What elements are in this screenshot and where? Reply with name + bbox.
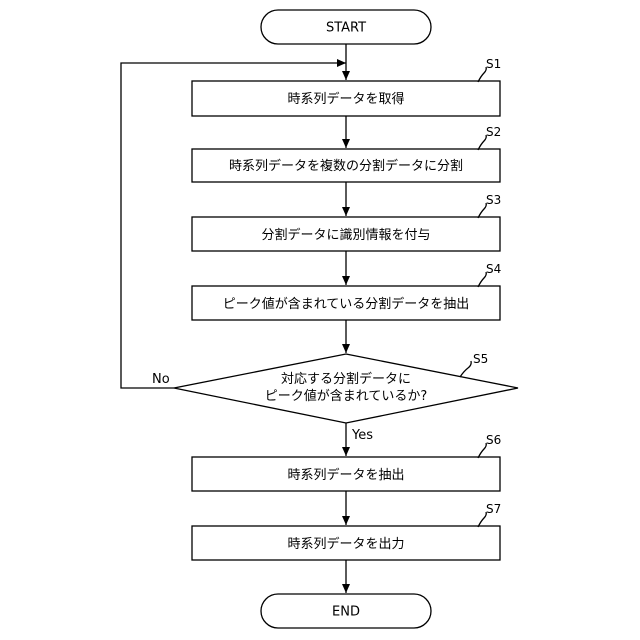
end-label: END xyxy=(332,605,360,620)
step-s4-leader xyxy=(478,272,486,287)
step-s1-leader xyxy=(478,67,486,82)
step-s7-id: S7 xyxy=(486,502,501,516)
step-s1-id: S1 xyxy=(486,57,501,71)
decision-s5-leader xyxy=(460,361,471,377)
decision-no-label: No xyxy=(152,372,170,387)
end-terminal: END xyxy=(261,594,431,628)
step-s4-text: ピーク値が含まれている分割データを抽出 xyxy=(223,296,470,312)
step-s3-leader xyxy=(478,203,486,218)
decision-s5: 対応する分割データに ピーク値が含まれているか? S5 No Yes xyxy=(152,352,518,443)
step-s2-id: S2 xyxy=(486,125,501,139)
start-terminal: START xyxy=(261,10,431,44)
step-s6-id: S6 xyxy=(486,433,501,447)
step-s4-id: S4 xyxy=(486,262,501,276)
step-s6-text: 時系列データを抽出 xyxy=(287,467,404,483)
step-s7-text: 時系列データを出力 xyxy=(287,536,404,552)
step-s2-text: 時系列データを複数の分割データに分割 xyxy=(229,158,463,174)
step-s3-id: S3 xyxy=(486,193,501,207)
decision-s5-line2: ピーク値が含まれているか? xyxy=(265,388,428,404)
decision-yes-label: Yes xyxy=(351,428,373,443)
step-s7-leader xyxy=(478,512,486,527)
start-label: START xyxy=(326,21,366,36)
decision-s5-id: S5 xyxy=(473,352,488,366)
step-s3-text: 分割データに識別情報を付与 xyxy=(261,227,430,243)
step-s6-leader xyxy=(478,443,486,458)
step-s1-text: 時系列データを取得 xyxy=(287,91,404,107)
decision-s5-line1: 対応する分割データに xyxy=(281,371,411,387)
step-s2-leader xyxy=(478,135,486,150)
